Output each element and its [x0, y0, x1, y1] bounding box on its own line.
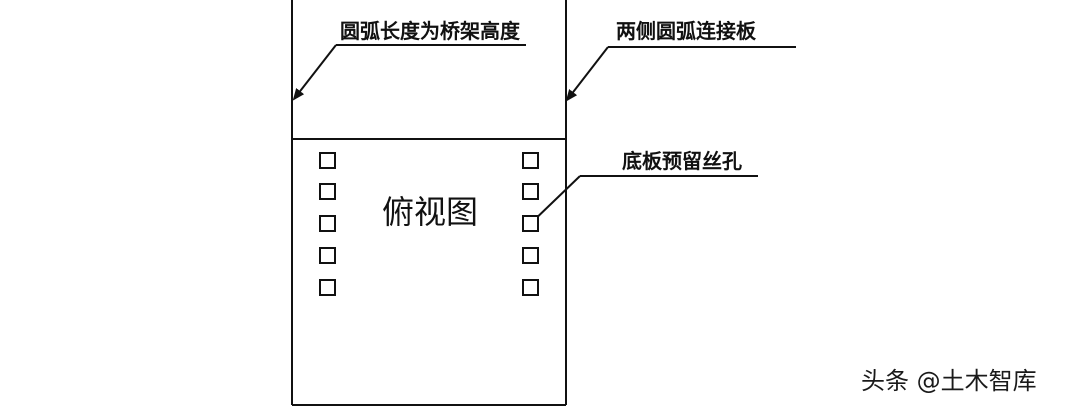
screw-hole-left-5: [319, 279, 336, 296]
bottom-holes-label: 底板预留丝孔: [622, 149, 742, 173]
screw-hole-right-1: [522, 152, 539, 169]
side-plates-leader: [565, 46, 609, 102]
arc-length-label: 圆弧长度为桥架高度: [340, 19, 521, 43]
screw-hole-left-1: [319, 152, 336, 169]
screw-hole-right-5: [522, 279, 539, 296]
screw-hole-right-3: [522, 215, 539, 232]
arc-length-leader: [292, 44, 337, 101]
leader-lines: [292, 44, 796, 229]
view-label: 俯视图: [382, 193, 478, 231]
screw-hole-left-2: [319, 183, 336, 200]
watermark: 头条 @土木智库: [861, 367, 1037, 395]
screw-hole-left-3: [319, 215, 336, 232]
screw-holes: [319, 152, 539, 296]
side-plates-label: 两侧圆弧连接板: [616, 19, 757, 43]
screw-hole-right-2: [522, 183, 539, 200]
plate-outline: [291, 0, 567, 406]
screw-hole-left-4: [319, 247, 336, 264]
screw-hole-right-4: [522, 247, 539, 264]
